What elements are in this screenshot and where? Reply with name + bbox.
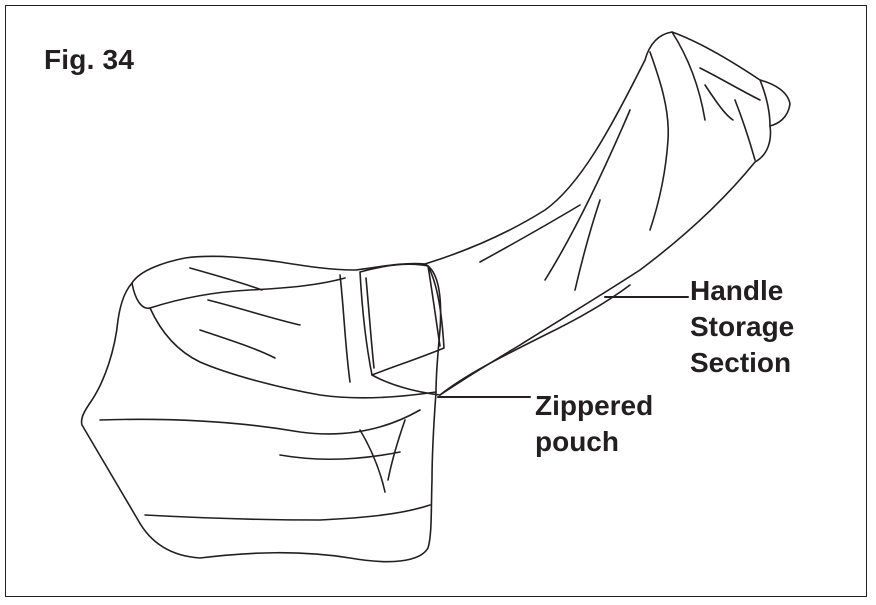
bag-outline (80, 255, 442, 563)
handle-storage-sleeve (424, 31, 791, 396)
figure-label: Fig. 34 (44, 44, 135, 75)
handle-storage-label-line1: Handle (690, 275, 784, 306)
zippered-pouch-label-line1: Zippered (535, 390, 654, 421)
handle-storage-callout: Handle Storage Section (690, 273, 794, 381)
zippered-pouch-flap (359, 263, 445, 376)
handle-storage-label-line3: Section (690, 347, 792, 378)
zippered-pouch-callout: Zippered pouch (535, 388, 653, 460)
zippered-pouch-label-line2: pouch (535, 426, 619, 457)
handle-storage-label-line2: Storage (690, 311, 795, 342)
figure-frame (5, 5, 867, 597)
